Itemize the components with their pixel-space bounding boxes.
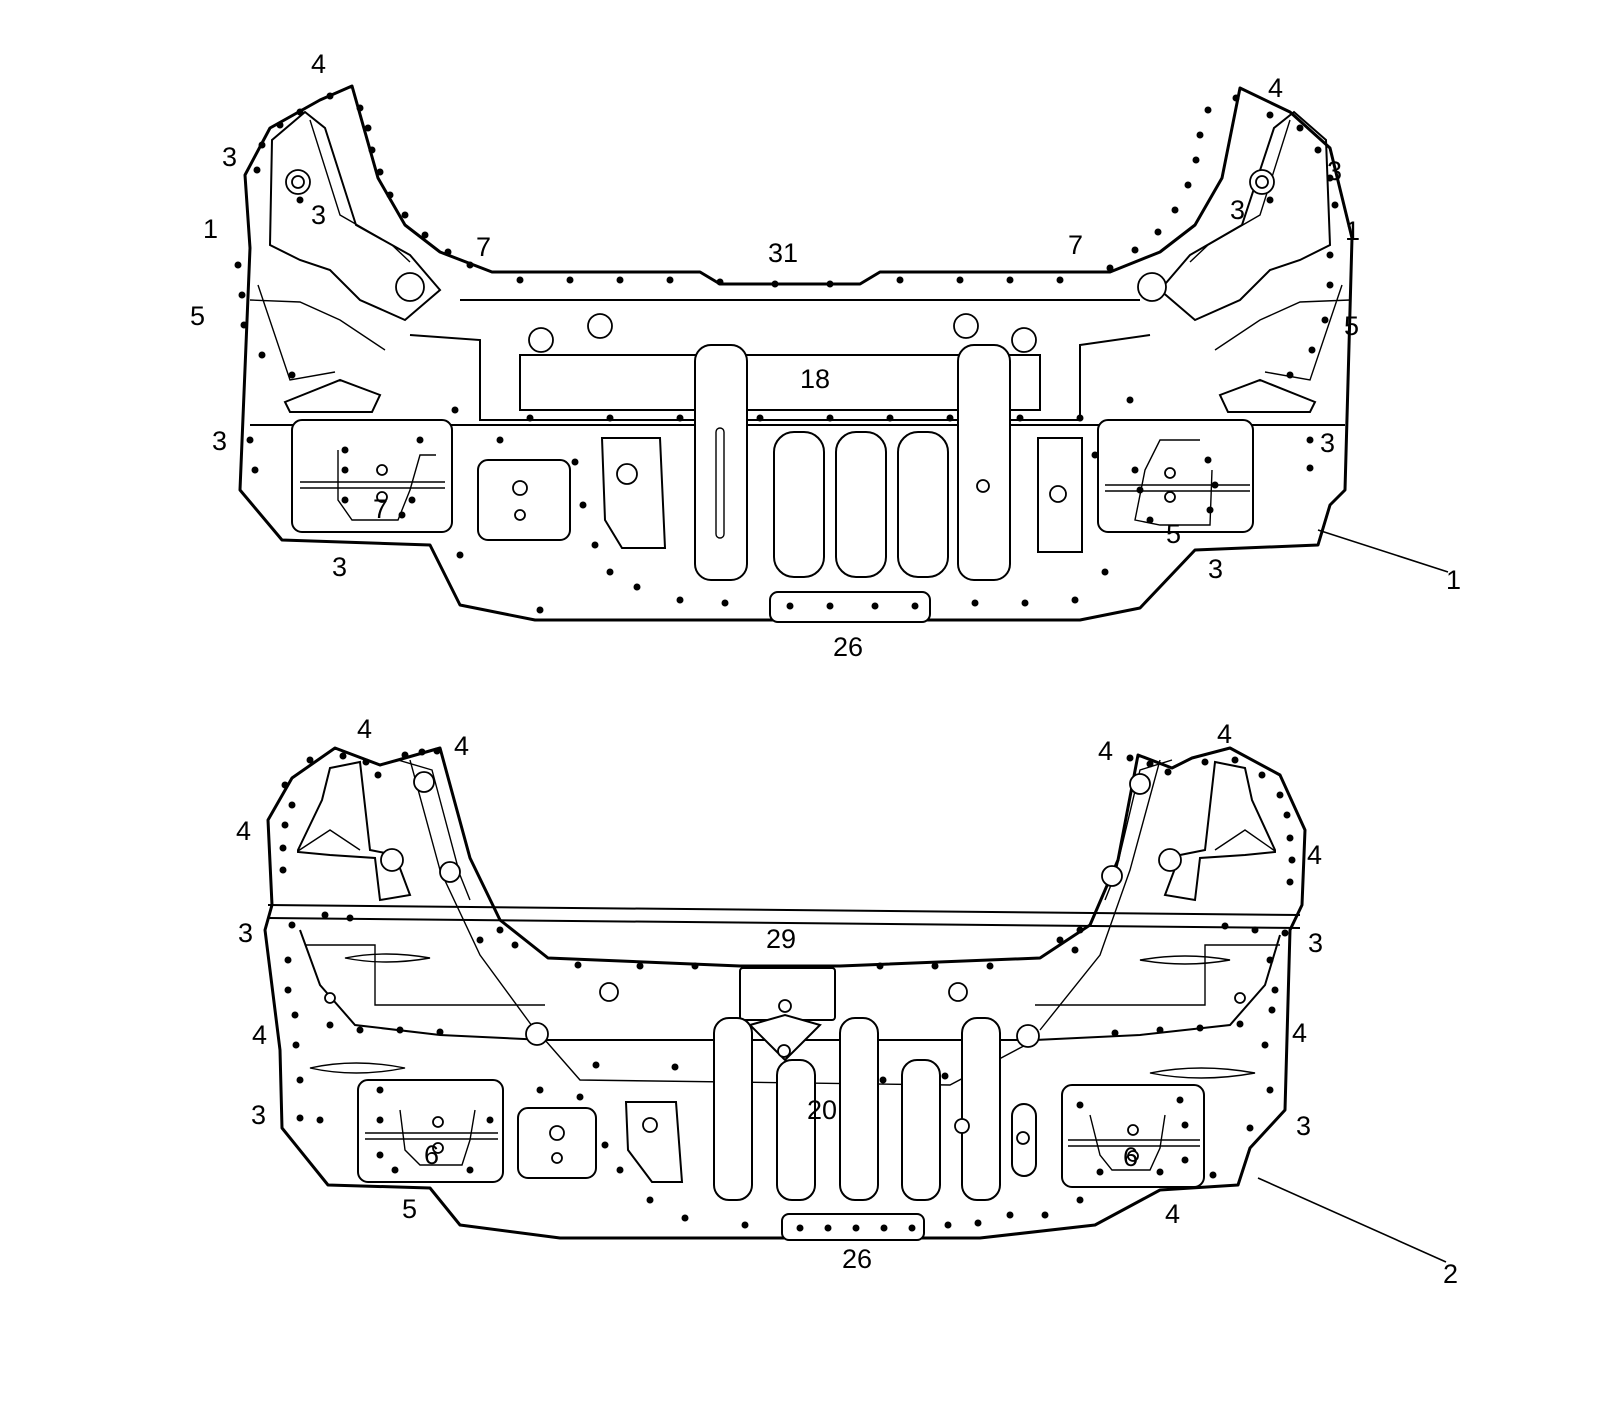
callout-upper-7-right: 7 <box>1068 230 1083 260</box>
lower-weld-points <box>279 747 1296 1232</box>
upper-panel-assembly <box>234 84 1354 623</box>
callout-upper-3-ur1: 3 <box>1327 156 1342 186</box>
callout-lower-3-ll: 3 <box>251 1100 266 1130</box>
right-tower-inner <box>1158 110 1332 322</box>
callout-upper-3-mr: 3 <box>1320 428 1335 458</box>
callout-lower-6-left: 6 <box>424 1140 439 1170</box>
lower-rib-4 <box>901 1059 941 1201</box>
lower-pocket-b <box>624 1101 684 1183</box>
callout-lower-4-tl2: 4 <box>454 731 469 761</box>
left-mount-pocket <box>291 419 453 533</box>
lower-panel-assembly <box>263 746 1307 1241</box>
callout-lower-26: 26 <box>842 1244 872 1274</box>
callout-upper-31: 31 <box>768 238 798 268</box>
callout-lower-4-tl: 4 <box>357 714 372 744</box>
callout-lower-4-tr2: 4 <box>1098 736 1113 766</box>
lower-right-top-slot <box>1139 955 1231 965</box>
callout-upper-3-ul2: 3 <box>311 200 326 230</box>
lower-right-pocket-bar <box>1068 1139 1200 1147</box>
right-pocket-bar <box>1105 484 1250 492</box>
lower-rib-1 <box>713 1017 753 1201</box>
lower-right-mount-pocket <box>1061 1084 1205 1188</box>
lower-pocket-a <box>517 1107 597 1179</box>
lower-inner-arch <box>409 759 1161 1031</box>
rib-4 <box>897 431 949 578</box>
callout-upper-3-ml: 3 <box>212 426 227 456</box>
rib-1 <box>694 344 748 581</box>
callout-upper-18: 18 <box>800 364 830 394</box>
lower-rib-5 <box>961 1017 1001 1201</box>
callout-lower-4-ml: 4 <box>252 1020 267 1050</box>
left-pocket-bar <box>300 481 445 489</box>
callout-lower-29: 29 <box>766 924 796 954</box>
pocket-a <box>477 459 571 541</box>
lower-right-tower-2 <box>1104 759 1276 901</box>
leader-line-1 <box>1317 529 1449 573</box>
rib-3 <box>835 431 887 578</box>
right-mount-pocket <box>1097 419 1254 533</box>
callout-lower-4-bottom: 4 <box>1165 1199 1180 1229</box>
callout-upper-7-left: 7 <box>476 232 491 262</box>
callout-lower-4-l: 4 <box>236 816 251 846</box>
callout-lower-4-mr: 4 <box>1292 1018 1307 1048</box>
callout-lower-6-right: 6 <box>1123 1142 1138 1172</box>
lower-left-top-slot <box>344 953 431 963</box>
center-lobe <box>748 1013 822 1062</box>
lower-left-tower-2 <box>297 759 471 901</box>
right-tower-inner-2 <box>1189 119 1351 381</box>
callout-upper-5-left: 5 <box>190 301 205 331</box>
rib-5 <box>957 344 1011 581</box>
left-tower-inner <box>268 110 442 322</box>
right-bracket-5 <box>1134 439 1213 526</box>
callout-upper-1-left: 1 <box>203 214 218 244</box>
upper-callouts: 4 4 3 3 3 3 1 1 7 7 31 5 5 18 3 3 7 5 3 … <box>190 49 1461 662</box>
callout-lower-3-lr: 3 <box>1296 1111 1311 1141</box>
rib-slot <box>715 427 725 539</box>
callout-lower-4-tr: 4 <box>1217 719 1232 749</box>
callout-upper-5-right: 5 <box>1344 311 1359 341</box>
left-tower-inner-2 <box>249 119 411 381</box>
callout-upper-3-bl: 3 <box>332 552 347 582</box>
callout-lower-20: 20 <box>807 1095 837 1125</box>
lower-rib-3 <box>839 1017 879 1201</box>
lower-left-bracket-6 <box>399 1109 476 1166</box>
lower-holes <box>324 771 1246 1164</box>
pocket-b <box>600 437 667 549</box>
lower-left-mount-pocket <box>357 1079 504 1183</box>
callout-upper-7-pocket: 7 <box>373 494 388 524</box>
leader-line-2 <box>1257 1177 1447 1263</box>
callout-lower-4-r: 4 <box>1307 840 1322 870</box>
callout-upper-4-right: 4 <box>1268 73 1283 103</box>
lower-right-tower <box>1163 760 1276 902</box>
callout-upper-3-ur2: 3 <box>1230 195 1245 225</box>
lower-rib-2 <box>776 1059 816 1201</box>
lower-left-tower <box>297 760 412 902</box>
callout-lower-3-r: 3 <box>1308 928 1323 958</box>
lower-right-slot <box>1149 1067 1256 1079</box>
callout-upper-1-right: 1 <box>1345 216 1360 246</box>
callout-lower-3-l: 3 <box>238 918 253 948</box>
lower-callouts: 4 4 4 4 4 4 3 3 29 4 4 3 3 20 6 6 5 4 26… <box>236 714 1458 1289</box>
rib-2 <box>773 431 825 578</box>
left-slot <box>283 378 382 413</box>
right-slot <box>1218 378 1317 413</box>
lower-left-pocket-bar <box>365 1132 498 1140</box>
callout-upper-26: 26 <box>833 632 863 662</box>
upper-holes <box>285 169 1275 521</box>
callout-upper-1-leader: 1 <box>1446 565 1461 595</box>
lower-right-bracket-6 <box>1089 1114 1166 1171</box>
rear-tab-26 <box>769 591 931 623</box>
callout-upper-4-left: 4 <box>311 49 326 79</box>
callout-lower-2-leader: 2 <box>1443 1259 1458 1289</box>
callout-upper-3-br: 3 <box>1208 554 1223 584</box>
callout-upper-3-ul1: 3 <box>222 142 237 172</box>
left-bracket-7 <box>337 450 436 521</box>
callout-lower-5-bottom: 5 <box>402 1194 417 1224</box>
lower-left-slot <box>309 1062 406 1074</box>
cross-member-18 <box>409 299 1151 421</box>
callout-upper-5-pocket: 5 <box>1166 519 1181 549</box>
upper-weld-points <box>234 92 1339 614</box>
